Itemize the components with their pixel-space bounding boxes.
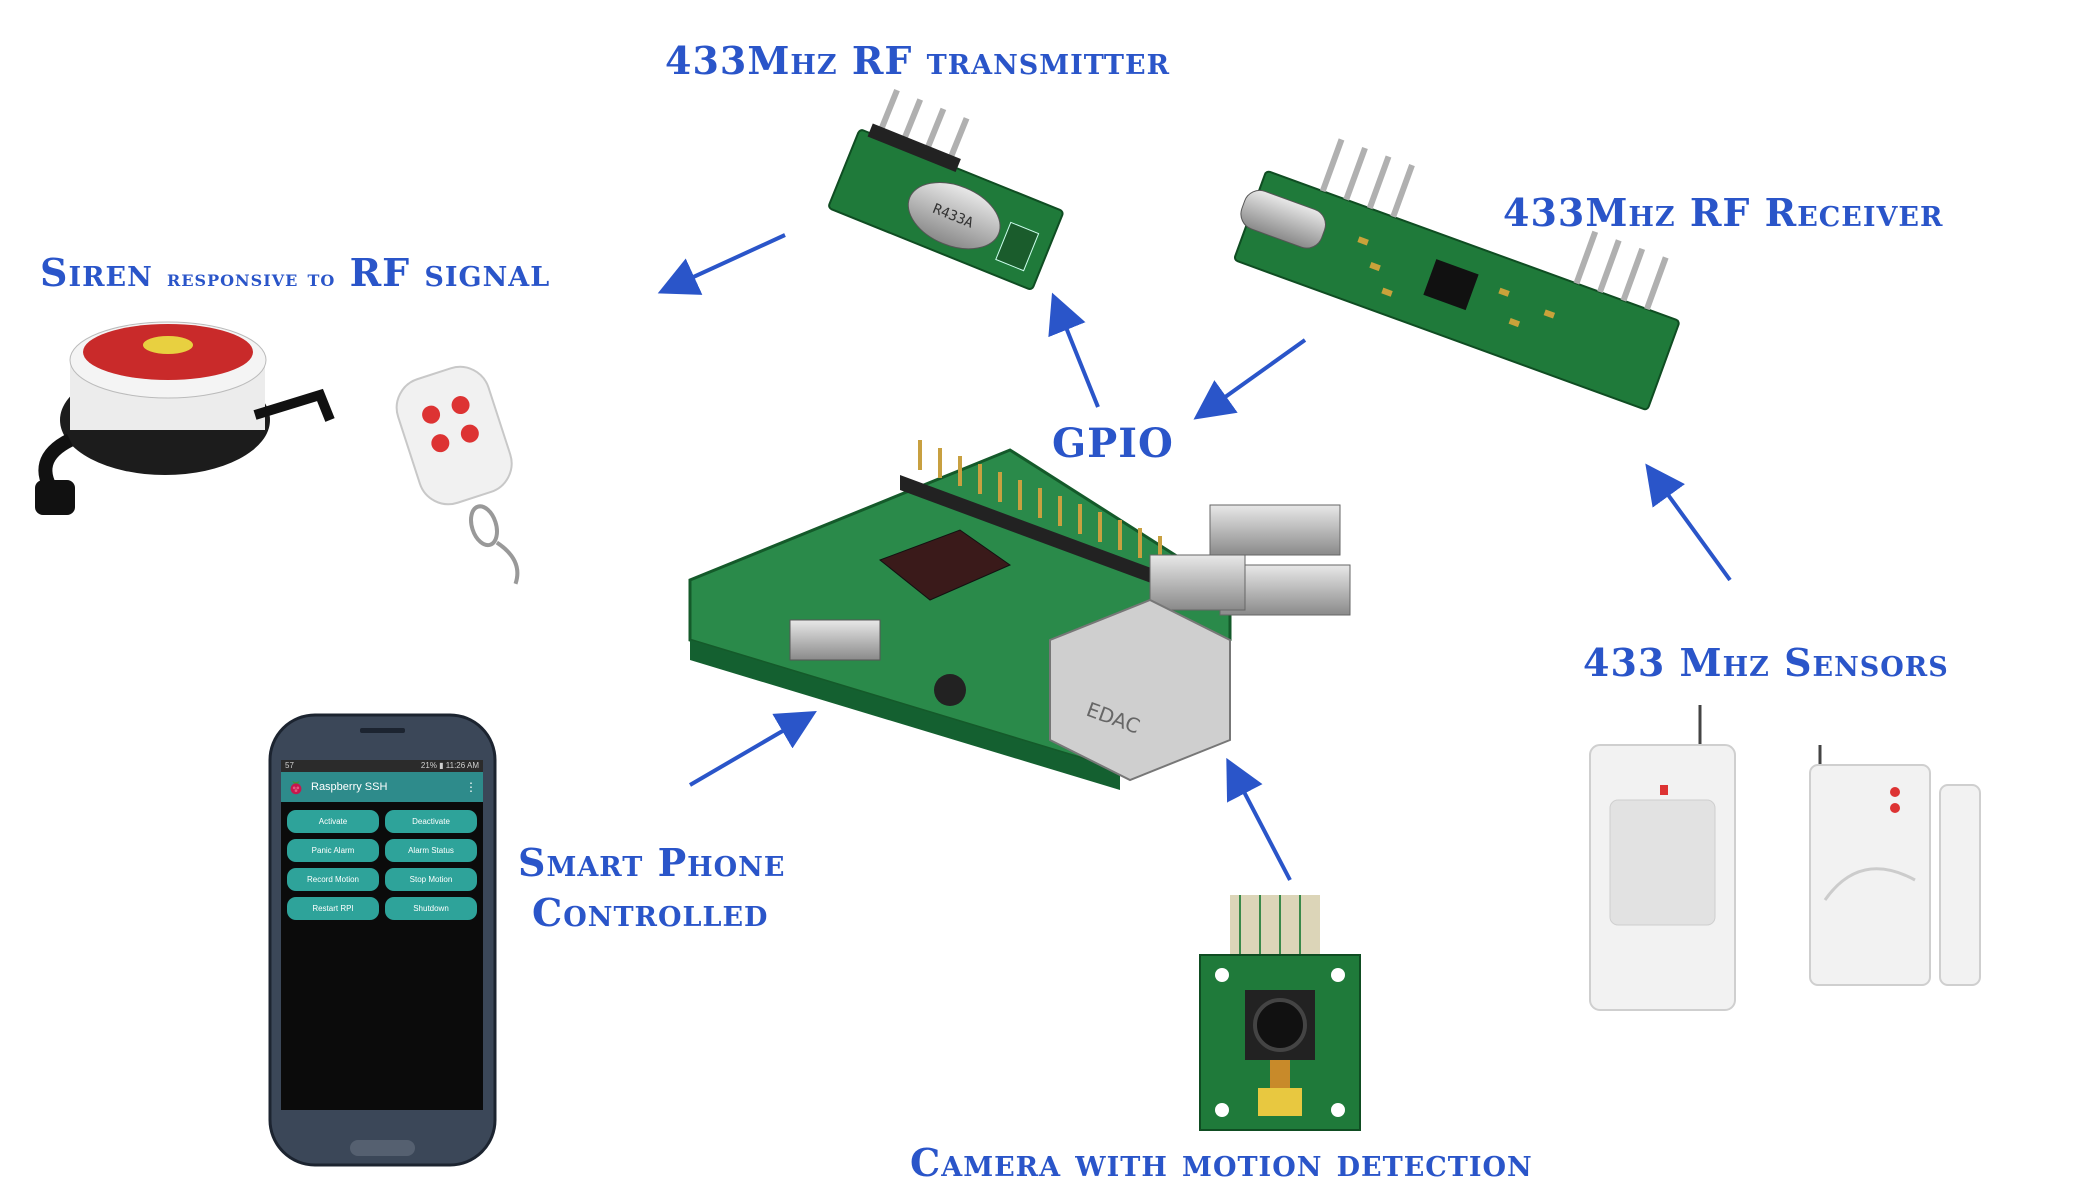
- label-phone-line1: Smart Phone: [518, 840, 786, 885]
- status-left: 57: [285, 761, 294, 770]
- label-sensors: 433 Mhz Sensors: [1583, 640, 1949, 685]
- raspberry-logo-icon: [290, 780, 302, 795]
- rf-receiver-module: [1233, 138, 1680, 411]
- label-siren: Siren responsive to RF signal: [40, 250, 550, 295]
- restart-rpi-button[interactable]: Restart RPI: [287, 897, 379, 920]
- alarm-status-button[interactable]: Alarm Status: [385, 839, 477, 862]
- phone-screen: 57 21% ▮ 11:26 AM Raspberry SSH ⋮ Activa…: [281, 760, 483, 1110]
- raspberry-pi-board: EDAC: [688, 440, 1351, 790]
- panic-alarm-button[interactable]: Panic Alarm: [287, 839, 379, 862]
- camera-module: [1199, 895, 1361, 1131]
- arrows: [657, 233, 1732, 881]
- activate-button[interactable]: Activate: [287, 810, 379, 833]
- phone-status-bar: 57 21% ▮ 11:26 AM: [281, 760, 483, 772]
- door-window-sensor: [1809, 745, 1981, 986]
- arrow-sensors-to-receiver: [1645, 463, 1732, 582]
- label-phone-line2: Controlled: [532, 890, 769, 935]
- record-motion-button[interactable]: Record Motion: [287, 868, 379, 891]
- rf-transmitter-module: R433A: [828, 89, 1064, 291]
- label-rf-transmitter: 433Mhz RF transmitter: [665, 38, 1171, 83]
- label-camera: Camera with motion detection: [910, 1140, 1533, 1185]
- stop-motion-button[interactable]: Stop Motion: [385, 868, 477, 891]
- app-bar: Raspberry SSH ⋮: [281, 772, 483, 802]
- arrow-gpio-to-transmitter: [1048, 292, 1100, 408]
- deactivate-button[interactable]: Deactivate: [385, 810, 477, 833]
- arrow-receiver-to-gpio: [1193, 338, 1307, 420]
- label-gpio: GPIO: [1052, 420, 1174, 467]
- siren-device: [35, 321, 335, 515]
- shutdown-button[interactable]: Shutdown: [385, 897, 477, 920]
- arrow-phone-to-pi: [688, 710, 817, 787]
- arrow-camera-to-pi: [1226, 757, 1292, 881]
- pir-motion-sensor: [1589, 705, 1736, 1011]
- button-grid: Activate Deactivate Panic Alarm Alarm St…: [281, 802, 483, 928]
- status-right: 21% ▮ 11:26 AM: [420, 761, 479, 770]
- overflow-menu-icon[interactable]: ⋮: [465, 780, 477, 794]
- label-siren-part2: responsive to: [167, 264, 336, 292]
- arrow-transmitter-to-siren: [657, 233, 786, 295]
- app-title: Raspberry SSH: [311, 781, 388, 793]
- label-siren-part3: RF signal: [349, 250, 551, 295]
- label-siren-part1: Siren: [40, 250, 153, 295]
- remote-keyfob: [395, 365, 520, 585]
- label-rf-receiver: 433Mhz RF Receiver: [1503, 190, 1944, 235]
